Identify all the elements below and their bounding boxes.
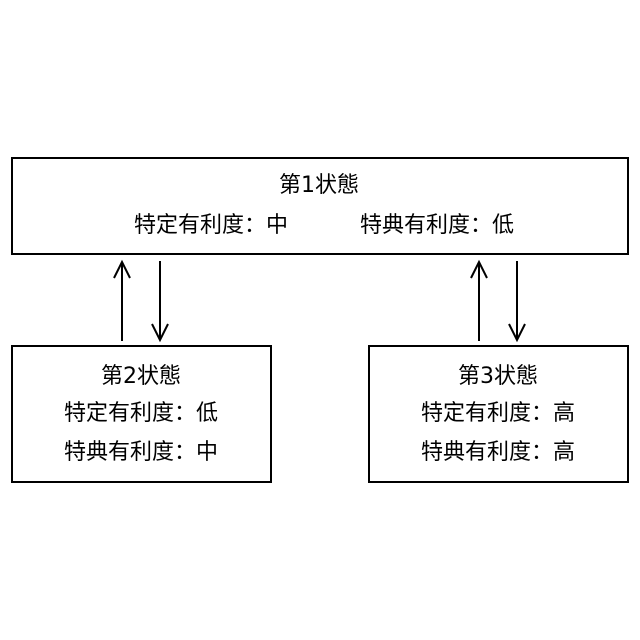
- state-1-specific-advantage: 特定有利度：中: [134, 213, 288, 239]
- state-3-bonus-advantage: 特典有利度：高: [421, 440, 575, 466]
- state-2-title: 第2状態: [101, 364, 181, 390]
- state-2-bonus-advantage: 特典有利度：中: [64, 440, 218, 466]
- state-2-specific-advantage: 特定有利度：低: [64, 401, 218, 427]
- state-1-title: 第1状態: [279, 173, 359, 199]
- arrow-state1-to-state2: [152, 261, 168, 340]
- arrow-state1-to-state3: [509, 261, 525, 340]
- state-1-bonus-advantage: 特典有利度：低: [360, 213, 514, 239]
- state-3-title: 第3状態: [458, 364, 538, 390]
- state-1-box: [11, 157, 629, 255]
- state-3-specific-advantage: 特定有利度：高: [421, 401, 575, 427]
- arrow-state2-to-state1: [114, 262, 130, 341]
- arrow-state3-to-state1: [471, 262, 487, 341]
